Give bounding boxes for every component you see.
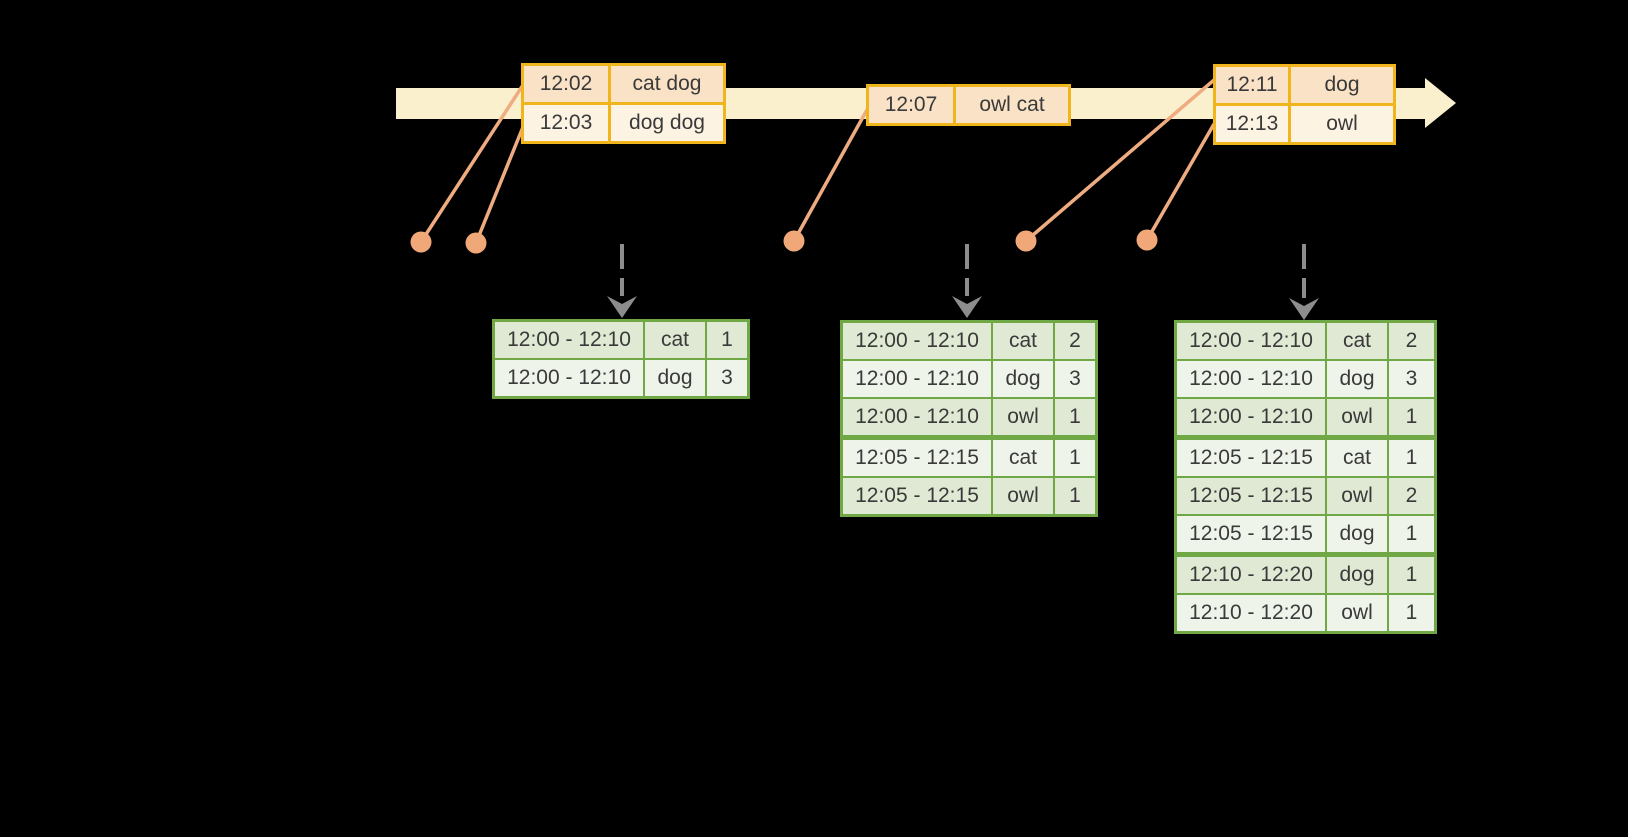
event-dot bbox=[1136, 229, 1158, 251]
event-dot bbox=[783, 230, 805, 252]
table-cell: dog bbox=[1325, 514, 1387, 552]
table-cell: 12:00 - 12:10 bbox=[843, 359, 991, 397]
table-cell: 12:00 - 12:10 bbox=[495, 322, 643, 358]
table-cell: 12:00 - 12:10 bbox=[1177, 323, 1325, 359]
table-cell: dog bbox=[1325, 359, 1387, 397]
table-cell: 2 bbox=[1387, 476, 1434, 514]
table-cell: cat bbox=[991, 435, 1053, 476]
table-cell: dog bbox=[643, 358, 705, 396]
table-cell: dog dog bbox=[608, 102, 723, 141]
table-cell: cat bbox=[1325, 435, 1387, 476]
table-cell: cat bbox=[643, 322, 705, 358]
table-cell: owl bbox=[1325, 593, 1387, 631]
table-cell: 1 bbox=[1387, 552, 1434, 593]
event-dot bbox=[465, 232, 487, 254]
table-cell: owl bbox=[991, 476, 1053, 514]
table-cell: 3 bbox=[1387, 359, 1434, 397]
table-cell: 3 bbox=[705, 358, 747, 396]
table-cell: 12:05 - 12:15 bbox=[1177, 476, 1325, 514]
connector-line bbox=[1024, 78, 1216, 243]
table-cell: 12:00 - 12:10 bbox=[1177, 397, 1325, 435]
table-cell: 1 bbox=[705, 322, 747, 358]
table-cell: 12:03 bbox=[524, 102, 608, 141]
table-cell: 12:10 - 12:20 bbox=[1177, 593, 1325, 631]
table-cell: 3 bbox=[1053, 359, 1095, 397]
table-cell: owl bbox=[991, 397, 1053, 435]
table-cell: 12:05 - 12:15 bbox=[843, 476, 991, 514]
table-cell: owl bbox=[1288, 103, 1393, 142]
connector-line bbox=[474, 126, 525, 244]
table-cell: 12:00 - 12:10 bbox=[495, 358, 643, 396]
trigger-arrowhead-icon bbox=[607, 296, 637, 318]
table-cell: 2 bbox=[1053, 323, 1095, 359]
table-cell: 1 bbox=[1387, 593, 1434, 631]
timeline-arrowhead-icon bbox=[1425, 78, 1456, 128]
table-cell: 1 bbox=[1387, 514, 1434, 552]
table-cell: owl cat bbox=[953, 87, 1068, 123]
table-cell: 1 bbox=[1387, 397, 1434, 435]
table-cell: dog bbox=[991, 359, 1053, 397]
table-cell: 12:00 - 12:10 bbox=[1177, 359, 1325, 397]
table-cell: dog bbox=[1325, 552, 1387, 593]
table-cell: cat dog bbox=[608, 66, 723, 102]
table-cell: 12:13 bbox=[1216, 103, 1288, 142]
table-cell: owl bbox=[1325, 397, 1387, 435]
table-cell: 12:05 - 12:15 bbox=[843, 435, 991, 476]
table-cell: cat bbox=[1325, 323, 1387, 359]
table-cell: 12:05 - 12:15 bbox=[1177, 514, 1325, 552]
table-cell: 1 bbox=[1053, 476, 1095, 514]
table-cell: 12:11 bbox=[1216, 67, 1288, 103]
table-cell: 1 bbox=[1387, 435, 1434, 476]
table-cell: 12:00 - 12:10 bbox=[843, 397, 991, 435]
table-cell: cat bbox=[991, 323, 1053, 359]
connector-line bbox=[1145, 123, 1216, 241]
table-cell: 1 bbox=[1053, 397, 1095, 435]
trigger-arrowhead-icon bbox=[952, 296, 982, 318]
table-cell: 12:07 bbox=[869, 87, 953, 123]
table-cell: dog bbox=[1288, 67, 1393, 103]
table-cell: owl bbox=[1325, 476, 1387, 514]
connector-line bbox=[419, 84, 525, 243]
table-cell: 12:00 - 12:10 bbox=[843, 323, 991, 359]
connector-line bbox=[792, 107, 870, 242]
event-dot bbox=[410, 231, 432, 253]
table-cell: 2 bbox=[1387, 323, 1434, 359]
table-cell: 12:10 - 12:20 bbox=[1177, 552, 1325, 593]
trigger-arrowhead-icon bbox=[1289, 298, 1319, 320]
table-cell: 12:05 - 12:15 bbox=[1177, 435, 1325, 476]
table-cell: 12:02 bbox=[524, 66, 608, 102]
table-cell: 1 bbox=[1053, 435, 1095, 476]
event-dot bbox=[1015, 230, 1037, 252]
